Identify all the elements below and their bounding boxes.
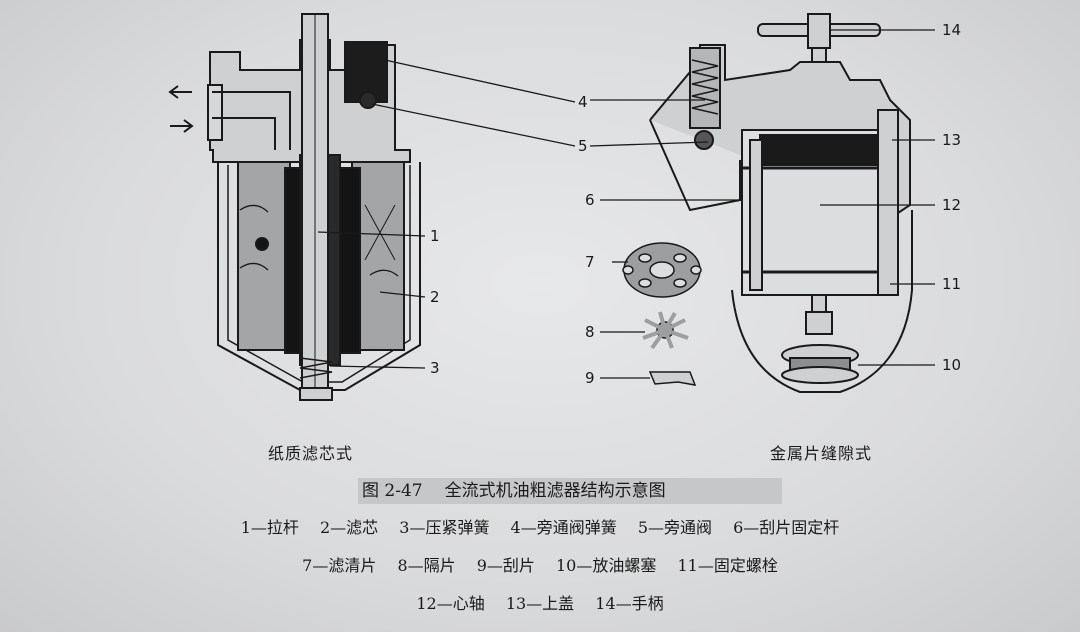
callout-7: 7 [585,253,595,271]
legend-item: 2—滤芯 [319,518,379,537]
callout-9: 9 [585,369,595,387]
legend-line-2: 7—滤清片 8—隔片 9—刮片 10—放油螺塞 11—固定螺栓 [0,552,1080,576]
callout-5: 5 [578,137,588,155]
right-subtitle: 金属片缝隙式 [770,444,873,463]
legend-item: 14—手柄 [595,594,664,613]
callout-3: 3 [430,359,440,377]
right-leader-lines [371,29,935,379]
callout-14: 14 [942,21,962,39]
figure-caption: 图 2-47 全流式机油粗滤器结构示意图 [358,478,782,504]
legend-item: 8—隔片 [397,556,456,575]
legend-item: 6—刮片固定杆 [733,518,840,537]
metal-plate-filter-drawing [649,13,913,393]
legend-item: 13—上盖 [505,594,575,613]
callout-13: 13 [942,131,962,149]
legend-item: 12—心轴 [416,594,485,613]
left-subtitle: 纸质滤芯式 [268,444,354,463]
left-leader-lines [317,231,426,369]
paper-filter-drawing [168,13,421,401]
legend-item: 1—拉杆 [240,518,299,537]
legend-item: 3—压紧弹簧 [399,518,490,537]
callout-11: 11 [942,275,962,293]
legend-line-1: 1—拉杆 2—滤芯 3—压紧弹簧 4—旁通阀弹簧 5—旁通阀 6—刮片固定杆 [0,514,1080,538]
legend-line-3: 12—心轴 13—上盖 14—手柄 [0,590,1080,614]
callout-8: 8 [585,323,595,341]
legend-item: 11—固定螺栓 [677,556,778,575]
figure-number: 图 2-47 [362,481,423,501]
legend-item: 7—滤清片 [302,556,377,575]
legend-item: 4—旁通阀弹簧 [510,518,617,537]
callout-12: 12 [942,196,962,214]
callout-2: 2 [430,288,440,306]
callout-1: 1 [430,227,440,245]
legend-item: 5—旁通阀 [637,518,713,537]
callout-4: 4 [578,93,588,111]
loose-parts [622,242,702,386]
callout-10: 10 [942,356,962,374]
legend-item: 10—放油螺塞 [556,556,657,575]
callout-6: 6 [585,191,595,209]
legend-item: 9—刮片 [476,556,535,575]
oil-filter-diagrams [168,13,935,401]
figure-title: 全流式机油粗滤器结构示意图 [444,481,666,501]
